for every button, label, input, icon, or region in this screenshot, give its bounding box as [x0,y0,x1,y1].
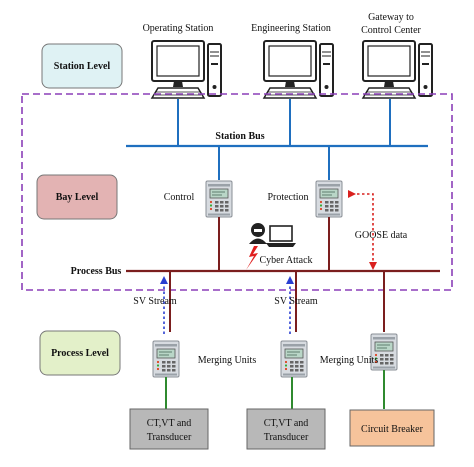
bay-boundary-dashed [21,93,453,291]
gateway-label-line1: Gateway to [368,12,414,23]
process-bus-label: Process Bus [71,266,122,277]
sv-stream-label-1: SV Stream [133,296,177,307]
process-level-box [39,330,121,376]
station-level-box [41,43,123,89]
station-level-label: Station Level [54,61,111,72]
protection-relay-icon [315,180,343,218]
hacker-icon [249,223,267,244]
sv-stream-label-2: SV Stream [274,296,318,307]
lightning-icon [246,246,258,270]
merging-units-label-2: Merging Units [320,355,379,366]
merging-unit-1-icon [152,340,180,378]
ct-vt-transducer-box-2 [246,408,326,450]
ct-vt-label-1-line2: Transducer [147,432,192,443]
process-level-label: Process Level [51,348,109,359]
circuit-breaker-label: Circuit Breaker [361,424,424,435]
engineering-station-computer-icon [263,40,334,99]
gateway-label-line2: Control Center [361,25,421,36]
control-relay-icon [205,180,233,218]
goose-data-label: GOOSE data [355,230,408,241]
merging-units-label-1: Merging Units [198,355,257,366]
bay-level-box [36,174,118,220]
ct-vt-label-2-line1: CT,VT and [264,418,309,429]
ct-vt-transducer-box-1 [129,408,209,450]
operating-station-computer-icon [151,40,222,99]
cyber-attack-label: Cyber Attack [259,255,312,266]
bay-level-label: Bay Level [56,192,99,203]
engineering-station-label: Engineering Station [251,23,331,34]
operating-station-label: Operating Station [143,23,214,34]
goose-data-arrow [348,190,377,270]
merging-unit-2-icon [280,340,308,378]
control-label: Control [164,192,195,203]
gateway-computer-icon [362,40,433,99]
protection-label: Protection [267,192,308,203]
station-bus-label: Station Bus [215,131,264,142]
circuit-breaker-box [349,409,435,447]
laptop-icon [266,225,296,247]
ct-vt-label-2-line2: Transducer [264,432,309,443]
ct-vt-label-1-line1: CT,VT and [147,418,192,429]
